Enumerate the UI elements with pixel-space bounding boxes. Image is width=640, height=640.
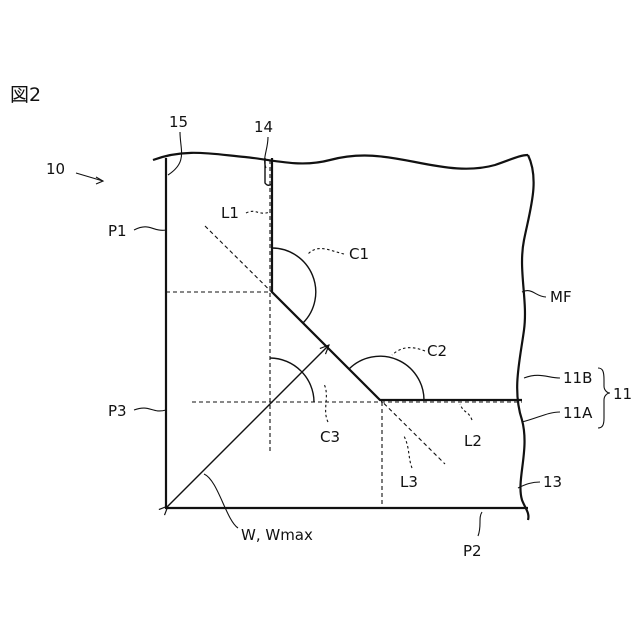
leader-lines <box>76 132 610 536</box>
construction-lines <box>166 160 522 508</box>
figure-title: 図2 <box>10 84 41 106</box>
width-arrow <box>168 345 329 506</box>
label-P1: P1 <box>108 222 127 240</box>
label-MF: MF <box>550 288 572 306</box>
label-C3: C3 <box>320 428 340 446</box>
reference-labels: 10 15 14 L1 P1 C1 MF C2 11B 11 11A P3 C3… <box>46 113 632 560</box>
angle-arcs <box>270 248 424 402</box>
label-11B: 11B <box>563 369 592 387</box>
label-13: 13 <box>543 473 562 491</box>
sheet-outline <box>153 153 534 520</box>
label-10: 10 <box>46 160 65 178</box>
label-14: 14 <box>254 118 273 136</box>
label-L3: L3 <box>400 473 418 491</box>
label-C1: C1 <box>349 245 369 263</box>
region-boundary <box>265 158 522 400</box>
label-P2: P2 <box>463 542 482 560</box>
label-L2: L2 <box>464 432 482 450</box>
label-C2: C2 <box>427 342 447 360</box>
label-15: 15 <box>169 113 188 131</box>
label-L1: L1 <box>221 204 239 222</box>
label-W: W, Wmax <box>241 526 313 544</box>
label-11A: 11A <box>563 404 593 422</box>
label-P3: P3 <box>108 402 127 420</box>
label-11: 11 <box>613 385 632 403</box>
